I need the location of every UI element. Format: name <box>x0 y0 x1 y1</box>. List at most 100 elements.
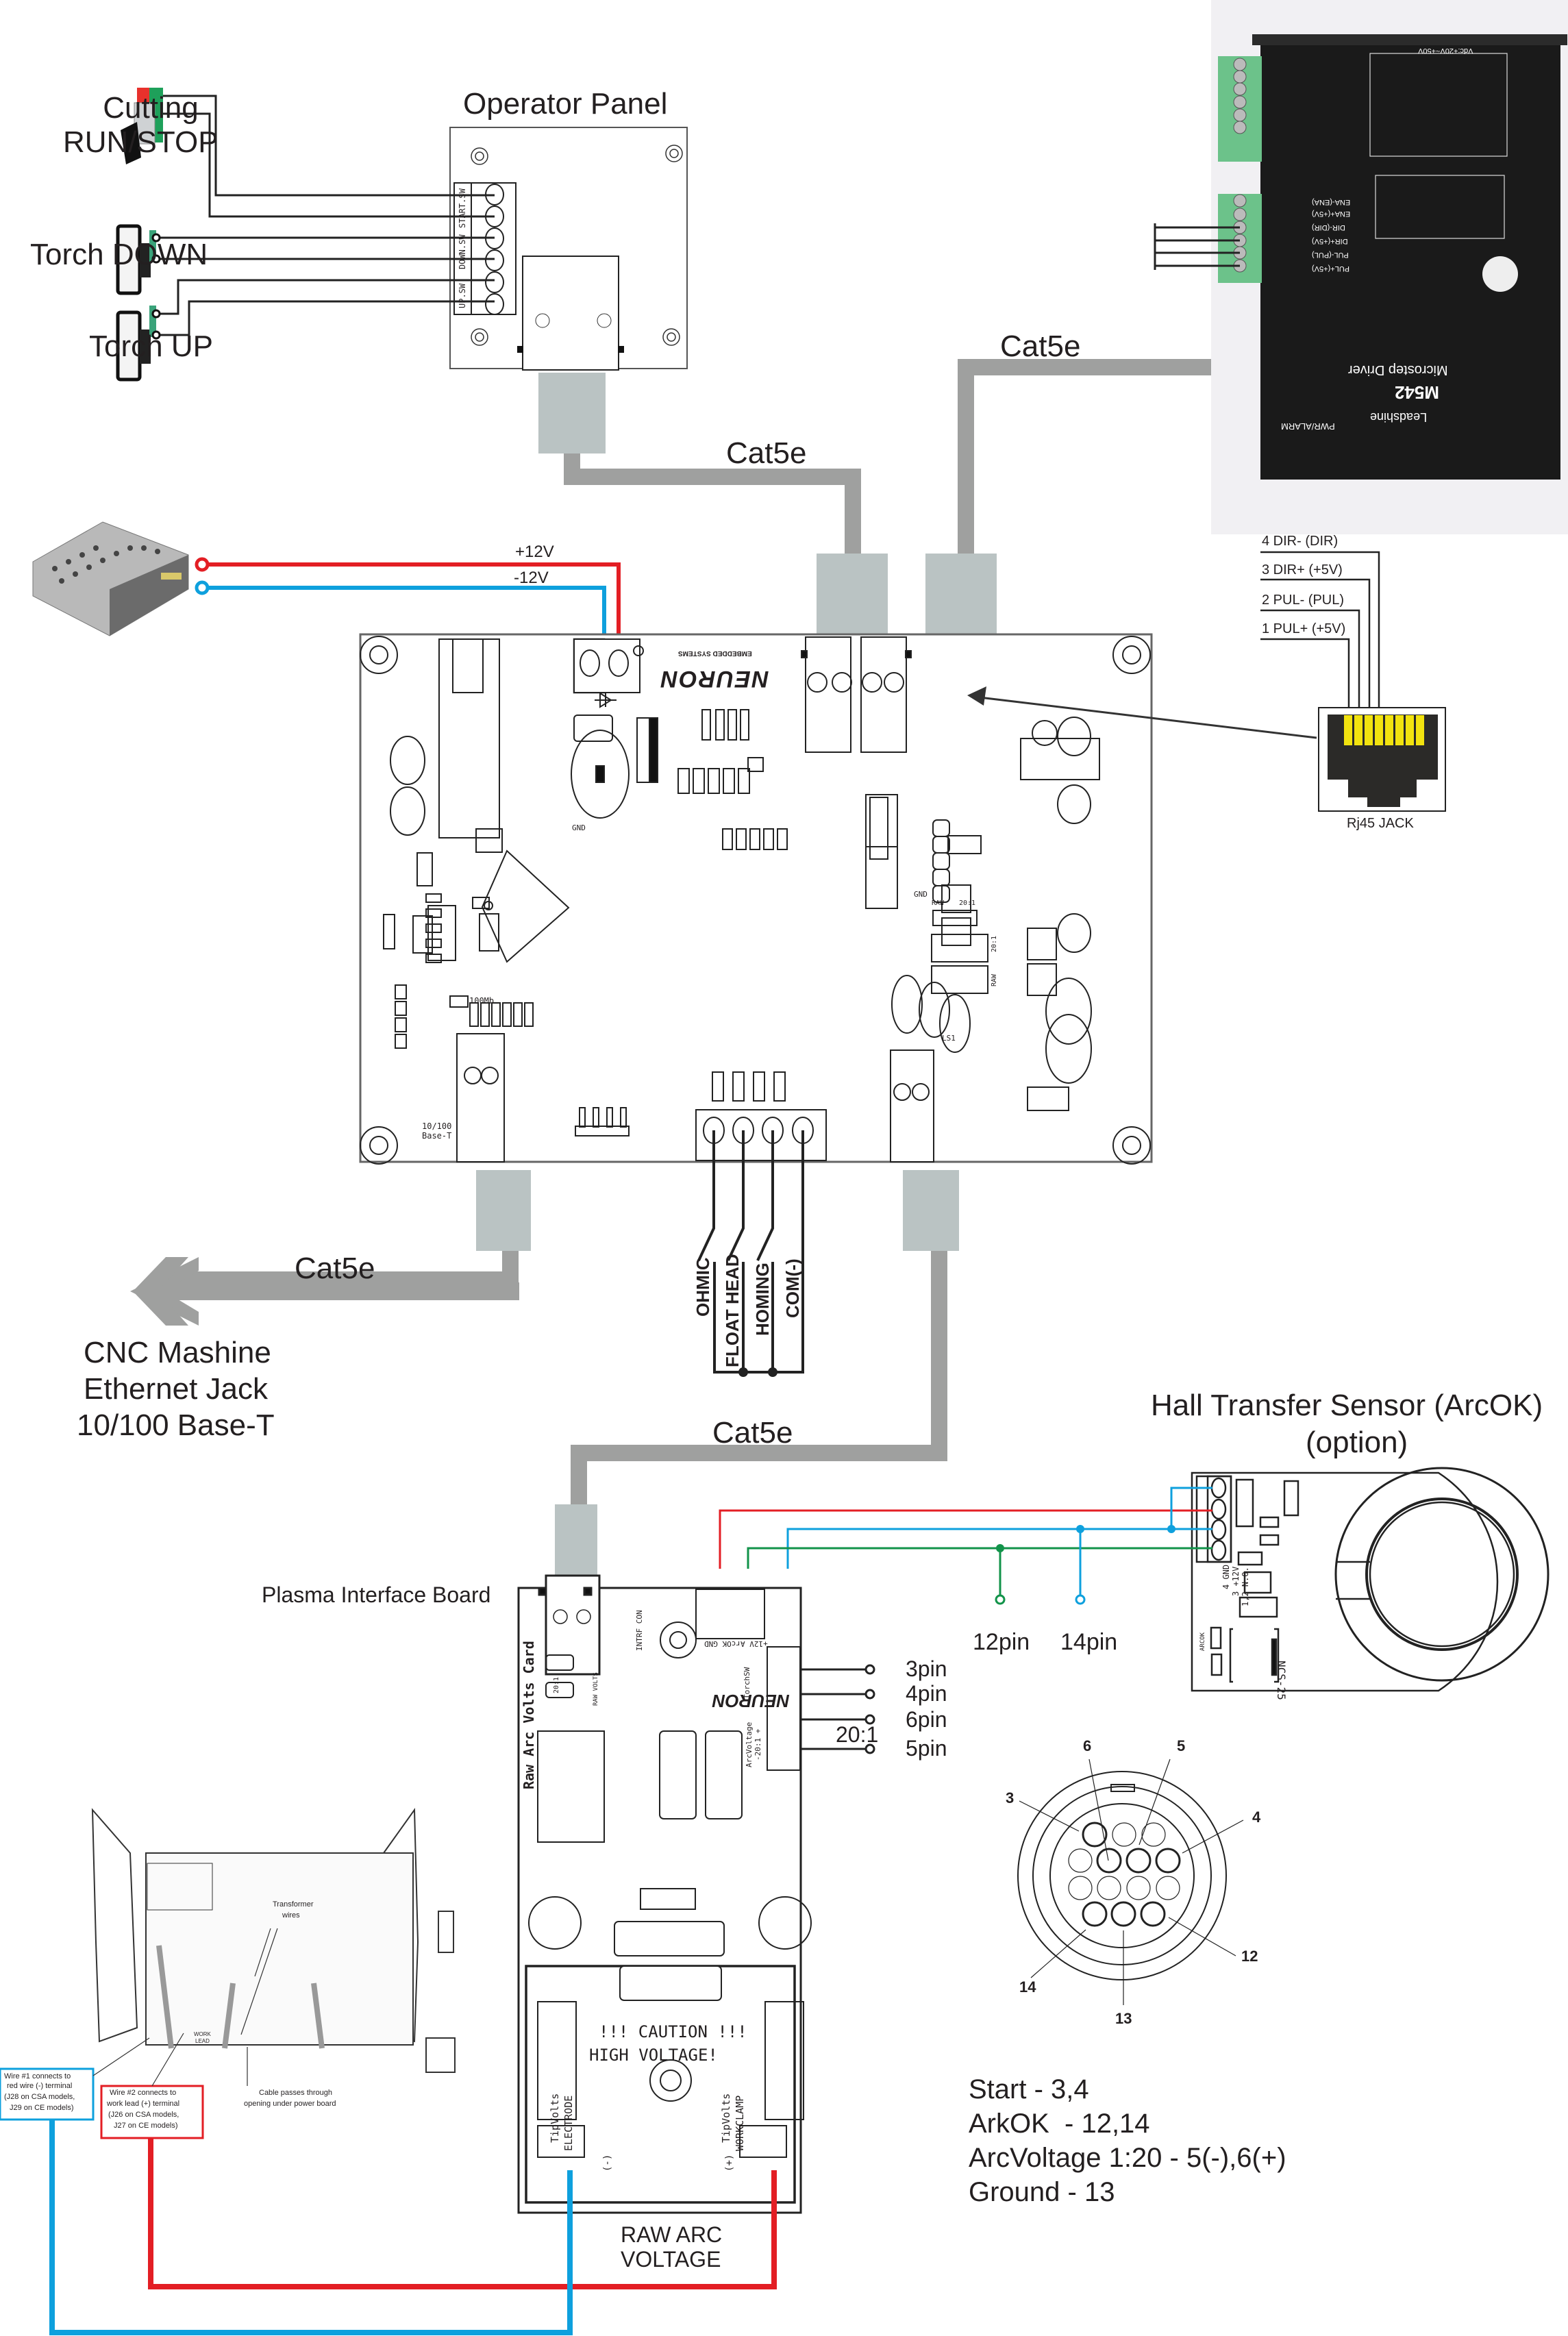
cable-note-line2: opening under power board <box>244 2100 336 2108</box>
work-lead-label-line2: LEAD <box>195 2038 210 2044</box>
rj45-pin4-label: 4 DIR- (DIR) <box>1262 534 1339 549</box>
wire2-note-line1: Wire #2 connects to <box>110 2089 177 2097</box>
plus-12v-label: +12V <box>515 543 554 561</box>
gnd-label-right: GND <box>914 890 928 899</box>
neuron-logo: NEURON <box>660 666 769 692</box>
cat5e-op-panel-label: Cat5e <box>726 436 807 470</box>
plasma-output-wires <box>800 1668 869 1750</box>
connector-pin-12: 12 <box>1241 1948 1258 1965</box>
plasma-board-title: Plasma Interface Board <box>262 1582 491 1607</box>
arcvoltage-ratio-label: -20:1 + <box>754 1728 762 1761</box>
wire1-note-line1: Wire #1 connects to <box>4 2072 71 2080</box>
com-minus-label: COM(-) <box>782 1258 803 1318</box>
hall-wires <box>719 1487 1212 1596</box>
cnc-label-line1: CNC Mashine <box>84 1336 271 1369</box>
homing-label: HOMING <box>752 1263 773 1336</box>
switch-wires <box>156 95 495 336</box>
connector-pin-5: 5 <box>1177 1737 1186 1754</box>
driver-subtitle: Microstep Driver <box>1348 362 1448 377</box>
operator-panel-title: Operator Panel <box>463 87 668 121</box>
torch-down-label: Torch DOWN <box>30 238 208 271</box>
electrode-minus-label: (-) <box>602 2154 613 2172</box>
driver-pin-dir-minus: DIR-(DIR) <box>1312 223 1345 232</box>
eth-label-2: Base-T <box>422 1131 452 1141</box>
wire2-note-line3: (J26 on CSA models, <box>108 2111 179 2119</box>
high-voltage-label: HIGH VOLTAGE! <box>589 2046 718 2065</box>
plasma-interface-board <box>517 1574 812 2214</box>
torch-up-button-icon <box>116 306 161 382</box>
power-supply-icon <box>32 521 189 636</box>
driver-signal-wires <box>1154 223 1240 270</box>
tipvolts-electrode-line1: TipVolts <box>549 2093 561 2143</box>
transformer-label-line1: Transformer <box>273 1900 314 1909</box>
jumper-ratio-label: 20:1 <box>959 899 976 907</box>
neuron-logo-plasma: NEURON <box>712 1691 790 1711</box>
minus-12v-label: -12V <box>514 569 549 587</box>
io-terminal-wires <box>697 1130 804 1374</box>
wire2-note-line2: work lead (+) terminal <box>107 2100 180 2108</box>
torch-down-button-icon <box>116 224 161 295</box>
wire1-note-line3: (J28 on CSA models, <box>4 2093 75 2101</box>
connector-pin-13: 13 <box>1115 2010 1132 2027</box>
up-sw-label: UP.SW <box>458 283 467 308</box>
hall-pin4-legend: 4 GND <box>1221 1564 1231 1589</box>
main-controller-board <box>359 633 1153 1165</box>
hall-model: NCS-25 <box>1275 1661 1288 1700</box>
hall-pin3-legend: 3 +12V <box>1231 1566 1241 1596</box>
run-stop-selector-icon <box>121 88 163 164</box>
trim-raw-label: RAW <box>991 973 998 986</box>
raw-arc-label-line2: VOLTAGE <box>621 2247 721 2272</box>
workclamp-plus-label: (+) <box>724 2154 735 2172</box>
cpc-14pin-connector-icon <box>1017 1759 1244 2005</box>
hall-sensor-title: Hall Transfer Sensor (ArcOK) <box>1151 1389 1543 1422</box>
driver-pin-pul-minus: PUL-(PUL) <box>1312 251 1349 259</box>
cnc-label-line3: 10/100 Base-T <box>77 1408 275 1442</box>
intrf-con-label: INTRF CON <box>635 1610 644 1651</box>
ohmic-label: OHMIC <box>693 1257 713 1317</box>
gnd-label-left: GND <box>572 823 586 832</box>
run-stop-label-line2: RUN/STOP <box>63 125 219 159</box>
stepper-driver-m542 <box>1211 0 1568 534</box>
jumper-raw-plasma: RAW VOLTS <box>593 1672 599 1706</box>
cat5e-cables <box>178 359 1281 1555</box>
wire1-note-box <box>0 2067 95 2121</box>
driver-model: M542 <box>1395 382 1440 403</box>
eth-label-1: 10/100 <box>422 1121 452 1131</box>
operator-panel <box>449 127 688 371</box>
tipvolts-workclamp-line2: WORKCLAMP <box>734 2095 746 2151</box>
neuron-logo-sub: EMBEDDED SYSTEMS <box>678 649 752 657</box>
jumper-raw-label: RAW <box>932 899 945 907</box>
wire1-note-line2: red wire (-) terminal <box>7 2082 73 2090</box>
cable-note-line1: Cable passes through <box>259 2089 333 2097</box>
plasma-cutter-unit <box>91 1807 456 2073</box>
output-5pin-label: 5pin <box>906 1736 947 1761</box>
legend-ground: Ground - 13 <box>969 2177 1115 2207</box>
header-labels: +12V ArcOK GND <box>704 1639 768 1648</box>
connector-pin-4: 4 <box>1252 1809 1261 1826</box>
legend-start: Start - 3,4 <box>969 2074 1089 2104</box>
output-3pin-label: 3pin <box>906 1656 947 1681</box>
caution-label: !!! CAUTION !!! <box>599 2022 747 2041</box>
rj45-pointer-arrow <box>967 686 1317 739</box>
connector-pin-6: 6 <box>1083 1737 1092 1754</box>
hall-sensor-subtitle: (option) <box>1306 1426 1408 1459</box>
rj45-title: Rj45 JACK <box>1347 816 1414 831</box>
cnc-label-line2: Ethernet Jack <box>84 1372 269 1406</box>
arcvoltage-label: ArcVoltage <box>745 1722 754 1767</box>
raw-arc-card-title: Raw Arc Volts Card <box>521 1641 537 1789</box>
raw-arc-wires <box>49 2110 777 2335</box>
work-lead-label-line1: WORK <box>194 2031 211 2037</box>
connector-pin-3: 3 <box>1006 1789 1015 1806</box>
tipvolts-workclamp-line1: TipVolts <box>720 2093 732 2143</box>
pin14-tap-label: 14pin <box>1060 1629 1118 1655</box>
start-sw-label: START.SW <box>458 188 467 228</box>
ls1-label: LS1 <box>942 1034 956 1043</box>
jumper-ratio-plasma: 20:1 <box>553 1676 560 1693</box>
raw-arc-label-line1: RAW ARC <box>621 2222 723 2247</box>
driver-pin-ena-plus: ENA+(+5V) <box>1312 210 1351 218</box>
float-head-label: FLOAT HEAD <box>722 1254 743 1367</box>
connector-pin-14: 14 <box>1019 1978 1036 1996</box>
wire2-note-box <box>100 2085 204 2139</box>
cat5e-driver-label: Cat5e <box>1000 330 1081 363</box>
cat5e-cnc-label: Cat5e <box>295 1252 375 1285</box>
